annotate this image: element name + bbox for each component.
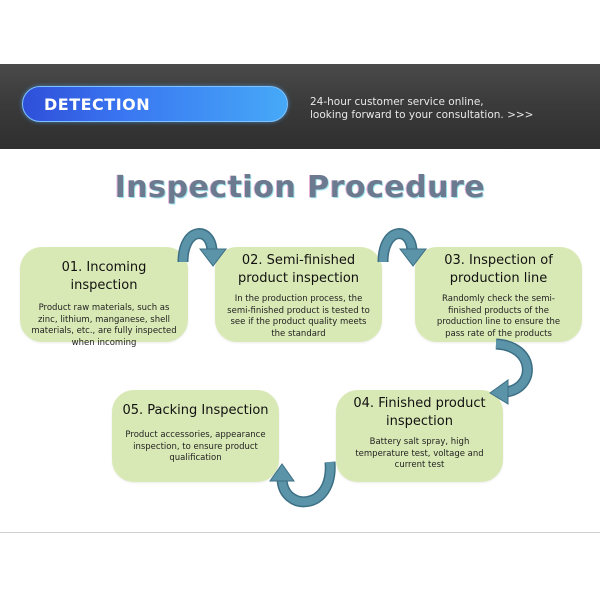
step-card-01: 01. Incoming inspection Product raw mate…	[20, 247, 188, 348]
step-01-desc-line: materials, etc., are fully inspected	[31, 326, 177, 336]
detection-label: DETECTION	[44, 95, 151, 114]
step-01-title: 01. Incoming inspection	[61, 260, 147, 293]
step-02-title-line: 02. Semi-finished	[241, 253, 356, 268]
step-card-02: 02. Semi-finished product inspection In …	[215, 247, 382, 342]
step-04-desc-line: current test	[394, 460, 445, 470]
service-line-2[interactable]: looking forward to your consultation. >>…	[310, 109, 534, 121]
step-03-desc-line: production line to ensure the	[436, 317, 561, 327]
step-01-desc-line: when incoming	[71, 337, 137, 348]
step-card-03: 03. Inspection of production line Random…	[415, 247, 582, 342]
step-01-desc-line: Product raw materials, such as	[38, 303, 170, 313]
step-05-title: 05. Packing Inspection	[122, 403, 269, 418]
step-03-desc-line: pass rate of the products	[445, 328, 552, 339]
step-card-04: 04. Finished product inspection Battery …	[336, 390, 503, 482]
curved-arrow-icon	[377, 228, 428, 267]
step-01-desc-line: zinc, lithium, manganese, shell	[37, 314, 171, 325]
step-card-05: 05. Packing Inspection Product accessori…	[112, 390, 279, 482]
detection-pill	[22, 86, 288, 122]
curved-arrow-icon	[177, 228, 228, 267]
step-04-title-line: 04. Finished product	[353, 396, 486, 411]
bottom-divider	[0, 532, 600, 533]
step-05-desc-line: Product accessories, appearance	[125, 430, 266, 440]
page-title: Inspection Procedure	[114, 170, 486, 205]
step-03-desc-line: finished products of the	[448, 305, 549, 316]
step-02-desc-line: see if the product quality meets	[230, 317, 367, 327]
step-04-desc-line: Battery salt spray, high	[369, 437, 470, 447]
step-02-desc-line: semi-finished product is tested to	[227, 305, 370, 316]
step-02-desc-line: In the production process, the	[234, 294, 363, 304]
step-05-desc-line: inspection, to ensure product	[133, 441, 258, 452]
step-02-desc-line: the standard	[271, 328, 326, 339]
curved-arrow-icon	[489, 338, 533, 405]
step-04-title-line: inspection	[386, 414, 453, 429]
step-05-desc-line: qualification	[169, 453, 222, 463]
step-03-desc-line: Randomly check the semi-	[442, 294, 555, 304]
step-03-title-line: production line	[449, 271, 548, 286]
curved-arrow-icon	[269, 461, 336, 508]
step-04-desc-line: temperature test, voltage and	[355, 448, 484, 459]
step-02-title-line: product inspection	[237, 271, 360, 286]
step-03-title-line: 03. Inspection of	[444, 253, 553, 268]
service-line-1: 24-hour customer service online,	[310, 96, 484, 108]
